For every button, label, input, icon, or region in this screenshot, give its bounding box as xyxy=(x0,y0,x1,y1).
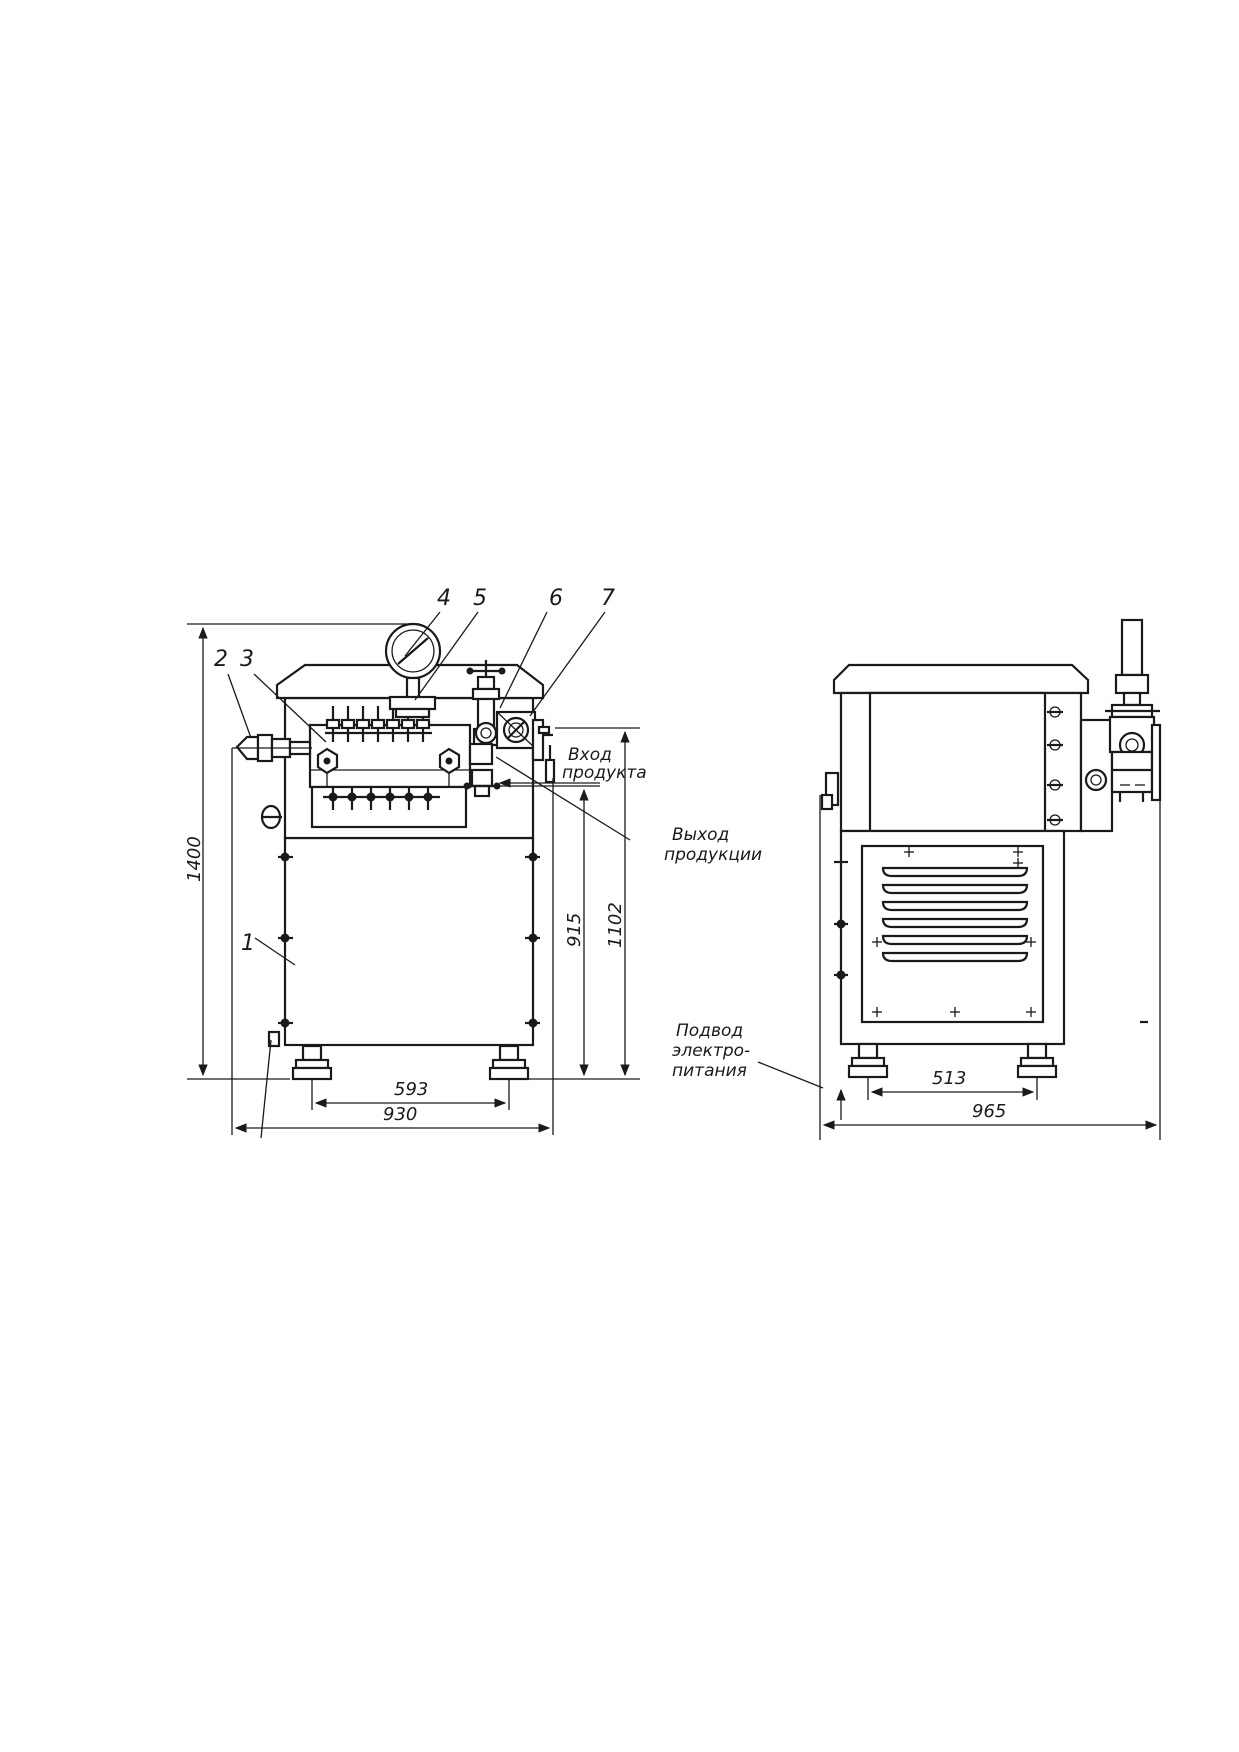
bottom-studs xyxy=(323,786,440,810)
callout-6: 6 xyxy=(549,586,563,611)
cabinet-fasteners xyxy=(267,852,540,1048)
dim-1102: 1102 xyxy=(605,902,626,948)
callout-7: 7 xyxy=(601,586,615,611)
inlet-valve xyxy=(463,742,501,798)
side-foot-right xyxy=(1016,1042,1058,1079)
left-nozzle xyxy=(232,733,312,763)
dim-593: 593 xyxy=(394,1079,428,1100)
front-dimensions: 1400 915 1102 593 930 xyxy=(184,623,640,1135)
side-panel-fasteners xyxy=(1047,706,1063,826)
dim-513: 513 xyxy=(932,1068,966,1089)
front-cabinet xyxy=(283,836,535,1047)
outlet-label-line2: продукции xyxy=(664,845,762,865)
side-foot-left xyxy=(847,1042,889,1079)
side-lid xyxy=(832,663,1090,695)
side-dimensions: 513 965 xyxy=(819,725,1161,1140)
front-view xyxy=(227,611,631,1139)
outlet-fitting xyxy=(474,721,498,745)
panel-crosses xyxy=(872,847,1036,1017)
dim-1400: 1400 xyxy=(184,836,205,882)
side-left-fasteners xyxy=(834,860,1148,1024)
power-label-line1: Подвод xyxy=(676,1021,743,1041)
dim-930: 930 xyxy=(383,1104,417,1125)
callout-4: 4 xyxy=(437,586,451,611)
control-box xyxy=(495,710,537,750)
callout-2: 2 xyxy=(214,647,228,672)
inlet-lever xyxy=(531,718,556,784)
ventilation-louvers xyxy=(881,866,1029,963)
callout-5: 5 xyxy=(473,586,487,611)
front-foot-right xyxy=(488,1044,530,1081)
inlet-label-line2: продукта xyxy=(562,763,647,783)
annotations: Вход продукта Выход продукции Подвод эле… xyxy=(562,745,824,1089)
callout-3: 3 xyxy=(240,647,254,672)
dim-915: 915 xyxy=(564,913,585,947)
front-foot-left xyxy=(291,1044,333,1081)
pressure-gauge xyxy=(384,622,442,719)
inlet-label-line1: Вход xyxy=(568,745,612,765)
side-knob xyxy=(260,804,282,830)
callout-1: 1 xyxy=(241,931,255,956)
power-label-line2: электро- xyxy=(672,1041,750,1061)
outlet-label-line1: Выход xyxy=(672,825,729,845)
power-label-line3: питания xyxy=(672,1061,747,1081)
callout-labels: 1 2 3 4 5 6 7 xyxy=(214,586,615,956)
side-view xyxy=(820,618,1162,1120)
dim-965: 965 xyxy=(972,1101,1006,1122)
side-cylinder xyxy=(1105,618,1162,802)
leader-lines xyxy=(227,611,631,1139)
